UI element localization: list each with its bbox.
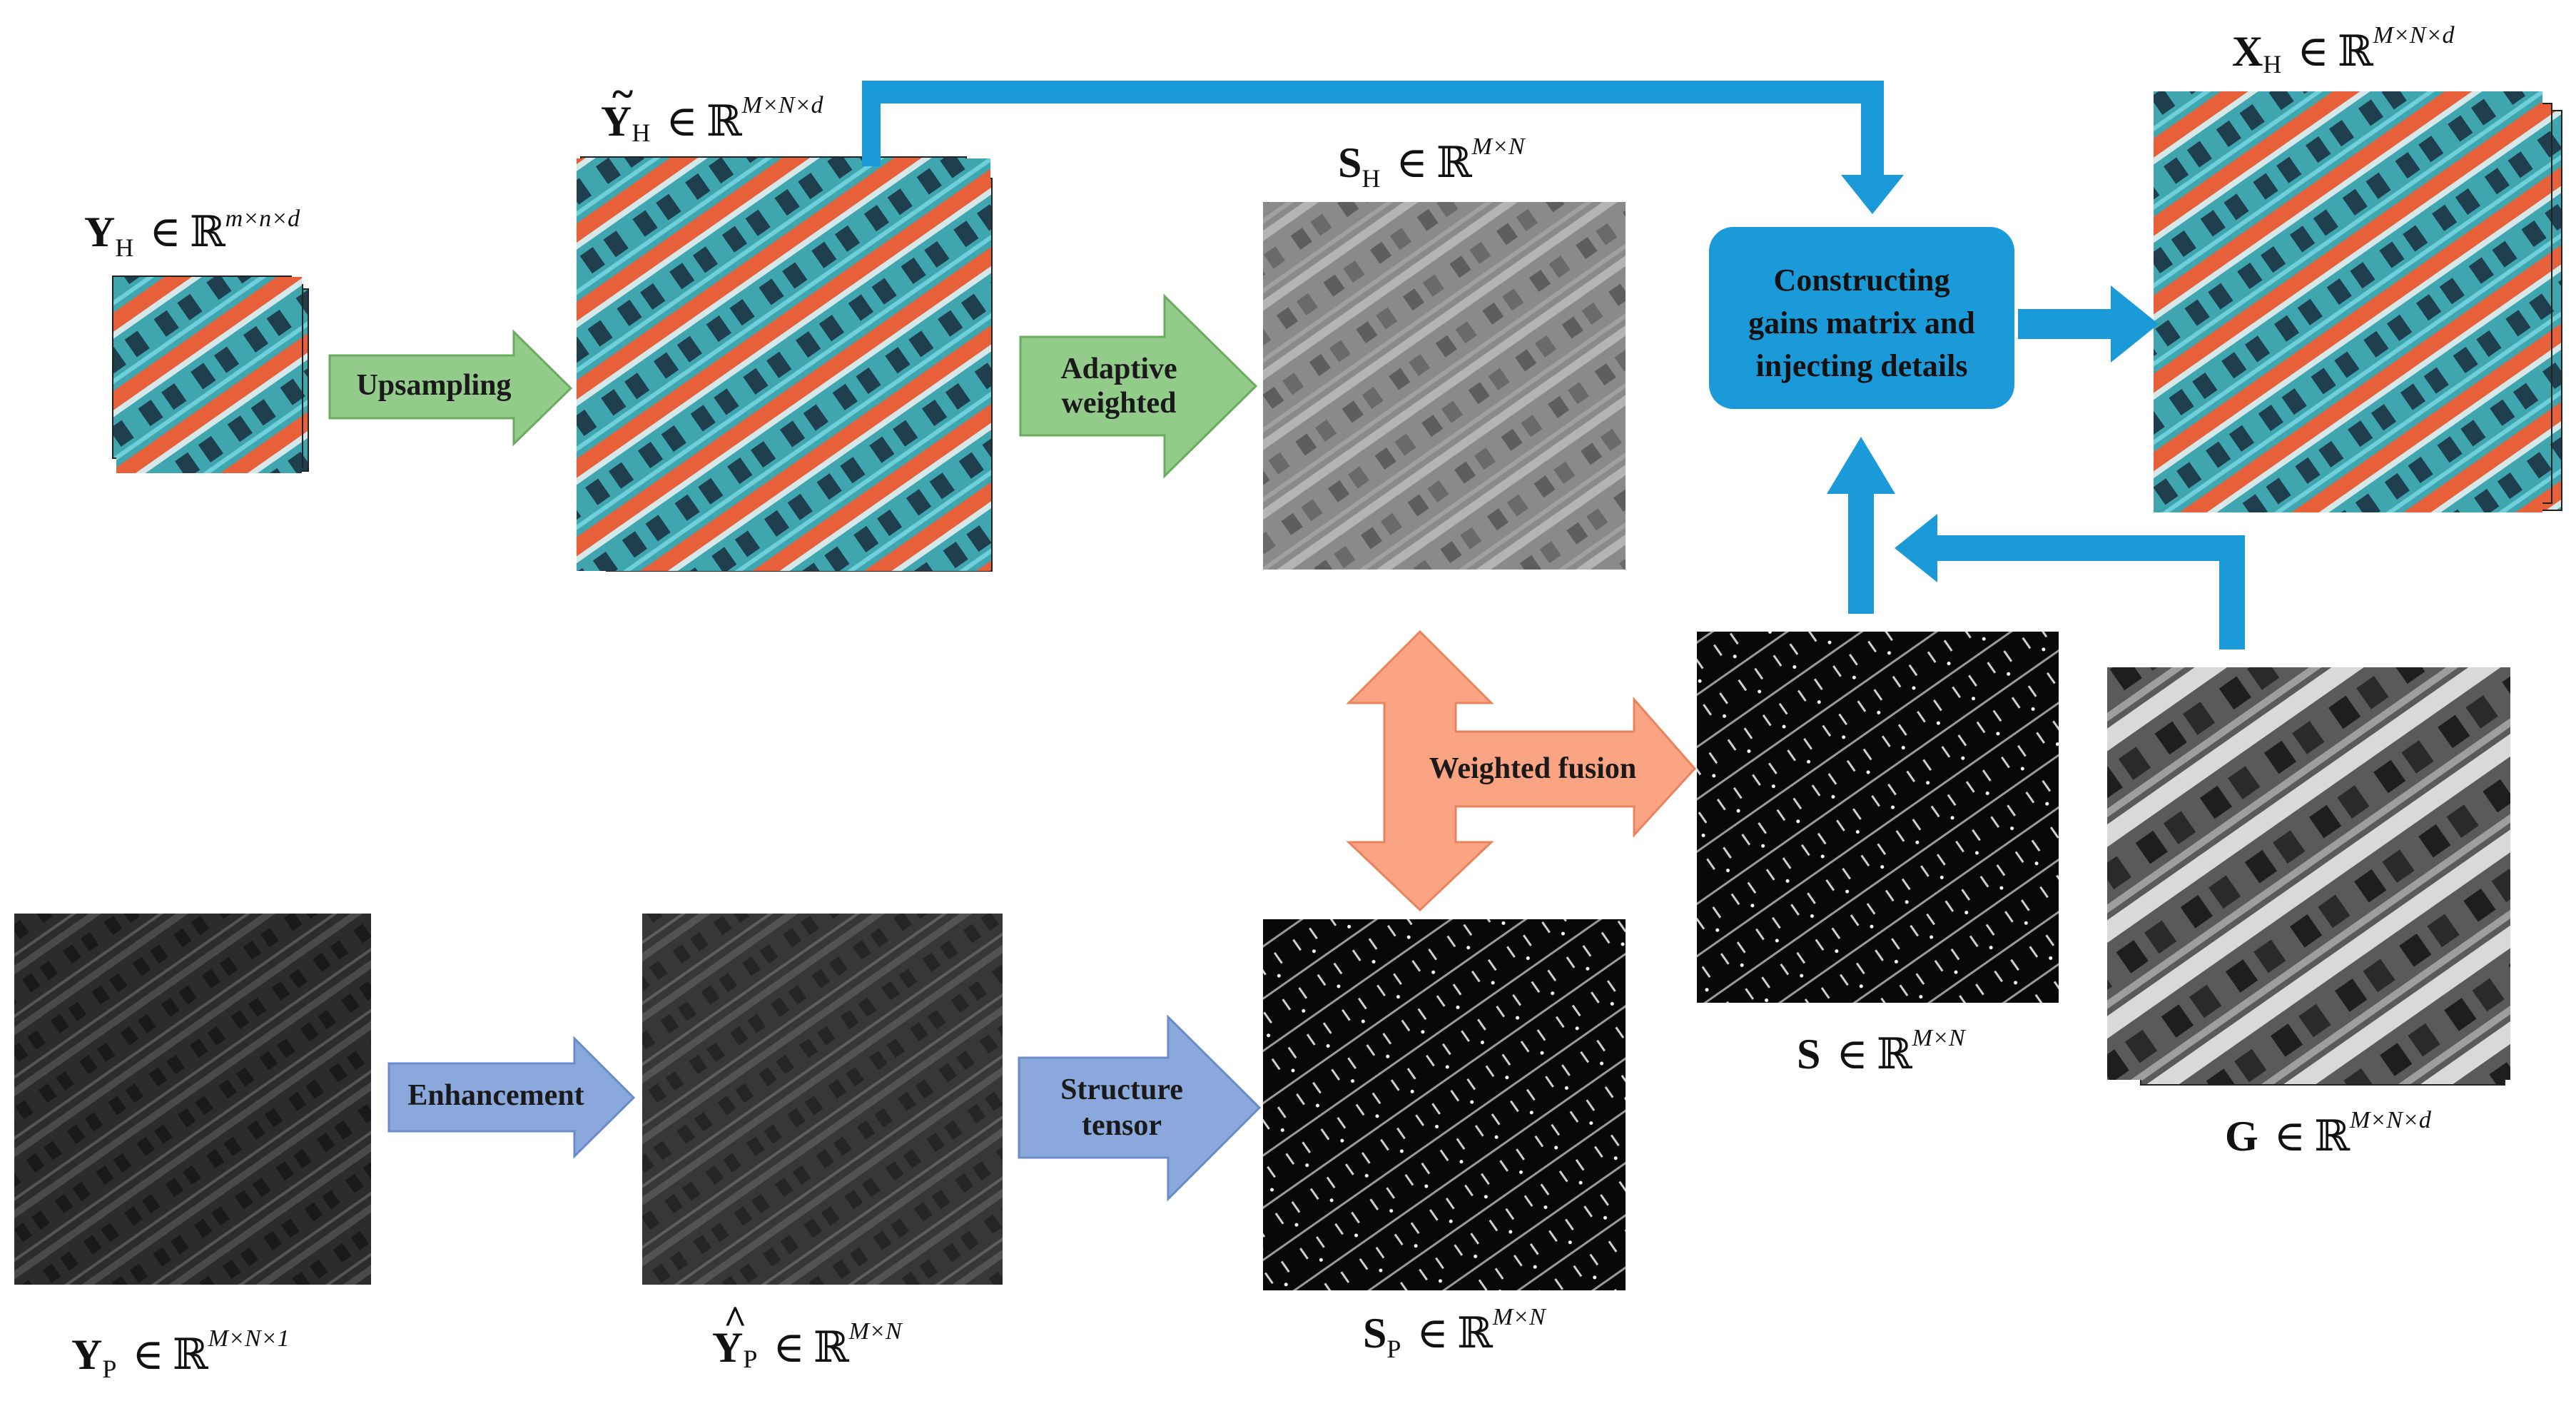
- arrow-enhancement: [387, 1036, 636, 1159]
- arrow-weighted-fusion: [1346, 629, 1697, 912]
- label-structure-2: tensor: [1082, 1109, 1162, 1142]
- image-g-stack: [2107, 667, 2510, 1086]
- flow-arrows: [862, 81, 2245, 649]
- image-sp: [1263, 919, 1626, 1290]
- label-yp: YP∈ℝM×N×1: [71, 1325, 290, 1383]
- label-yh-upsampled: YH∈ℝM×N×d: [601, 92, 824, 147]
- label-sp: SP∈ℝM×N: [1363, 1304, 1547, 1363]
- image-yh-upsampled-stack: [577, 156, 993, 572]
- label-structure-1: Structure: [1060, 1073, 1183, 1106]
- accent-yp-hat: ^: [724, 1298, 747, 1342]
- arrow-upsampling: [328, 329, 573, 447]
- label-upsampling: Upsampling: [356, 369, 511, 402]
- image-yp-enhanced: [642, 914, 1003, 1285]
- image-yp: [14, 914, 371, 1285]
- label-weighted-fusion: Weighted fusion: [1429, 752, 1637, 785]
- node-gains-matrix: [1709, 227, 2014, 409]
- image-s: [1697, 632, 2059, 1003]
- arrow-adaptive-weighted: [1019, 293, 1258, 479]
- label-adaptive-2: weighted: [1062, 387, 1177, 420]
- accent-yh-tilde: ~: [612, 72, 633, 116]
- label-g: G∈ℝM×N×d: [2225, 1107, 2432, 1160]
- image-yh-stack: [112, 275, 309, 473]
- node-line-3: injecting details: [1756, 348, 1968, 383]
- label-adaptive-1: Adaptive: [1060, 353, 1177, 385]
- node-line-1: Constructing: [1774, 263, 1950, 298]
- label-xh: XH∈ℝM×N×d: [2232, 22, 2455, 79]
- label-yh: YH∈ℝm×n×d: [84, 206, 300, 262]
- arrow-structure-tensor: [1018, 1014, 1262, 1202]
- label-enhancement: Enhancement: [407, 1079, 584, 1112]
- label-s: S∈ℝM×N: [1797, 1025, 1967, 1078]
- image-xh-stack: [2154, 91, 2562, 512]
- label-yp-enhanced: YP∈ℝM×N: [712, 1318, 903, 1373]
- node-line-2: gains matrix and: [1748, 305, 1975, 340]
- label-sh: SH∈ℝM×N: [1338, 133, 1526, 193]
- image-sh: [1263, 202, 1626, 570]
